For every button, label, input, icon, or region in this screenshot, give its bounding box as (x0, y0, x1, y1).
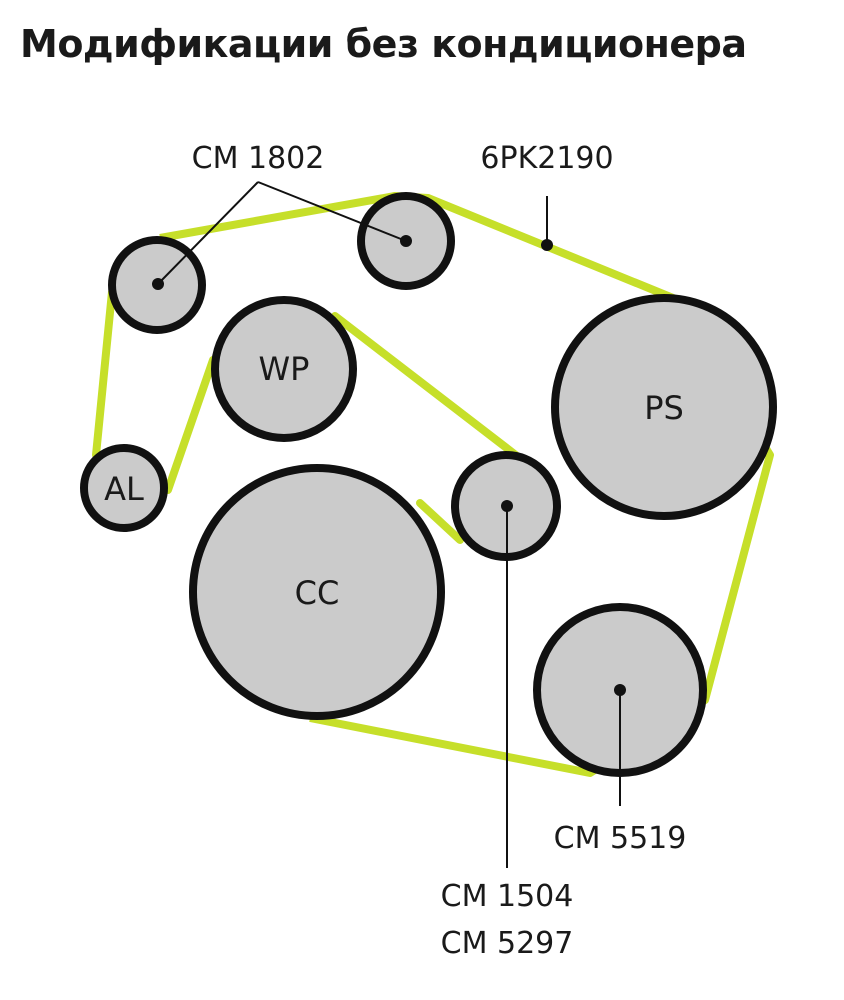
pulley-label-wp: WP (259, 350, 310, 388)
callout-cm5297: CM 5297 (441, 926, 574, 961)
callout-cm5519: CM 5519 (554, 821, 687, 856)
belt-al-wp-run (164, 356, 217, 494)
pulley-ps (551, 294, 777, 520)
center-dot-top-left-idler (152, 278, 164, 290)
center-dot-top-idler (400, 235, 412, 247)
callout-cm1504: CM 1504 (441, 879, 574, 914)
pulley-label-cc: CC (295, 574, 340, 612)
page-title: Модификации без кондиционера (20, 22, 747, 66)
center-dot-bottom-right-idler (614, 684, 626, 696)
leader-lines (152, 181, 626, 868)
pulley-label-ps: PS (644, 389, 684, 427)
pulley-label-al: AL (104, 470, 144, 508)
belt-marker-dot (541, 239, 553, 251)
pulleys (80, 192, 777, 777)
leader-cm1802-right (257, 181, 407, 242)
pulley-wp (211, 296, 357, 442)
center-dot-center-idler (501, 500, 513, 512)
belt-cc-idler-run (416, 499, 464, 544)
leader-cm1802-left (157, 181, 259, 285)
pulley-al (80, 444, 168, 532)
belt-left-run (92, 288, 116, 459)
belt-label-6pk2190: 6PK2190 (480, 141, 613, 176)
callout-cm1802: CM 1802 (192, 141, 325, 176)
belt-wp-idler-run (331, 312, 521, 460)
pulley-cc (189, 464, 445, 720)
